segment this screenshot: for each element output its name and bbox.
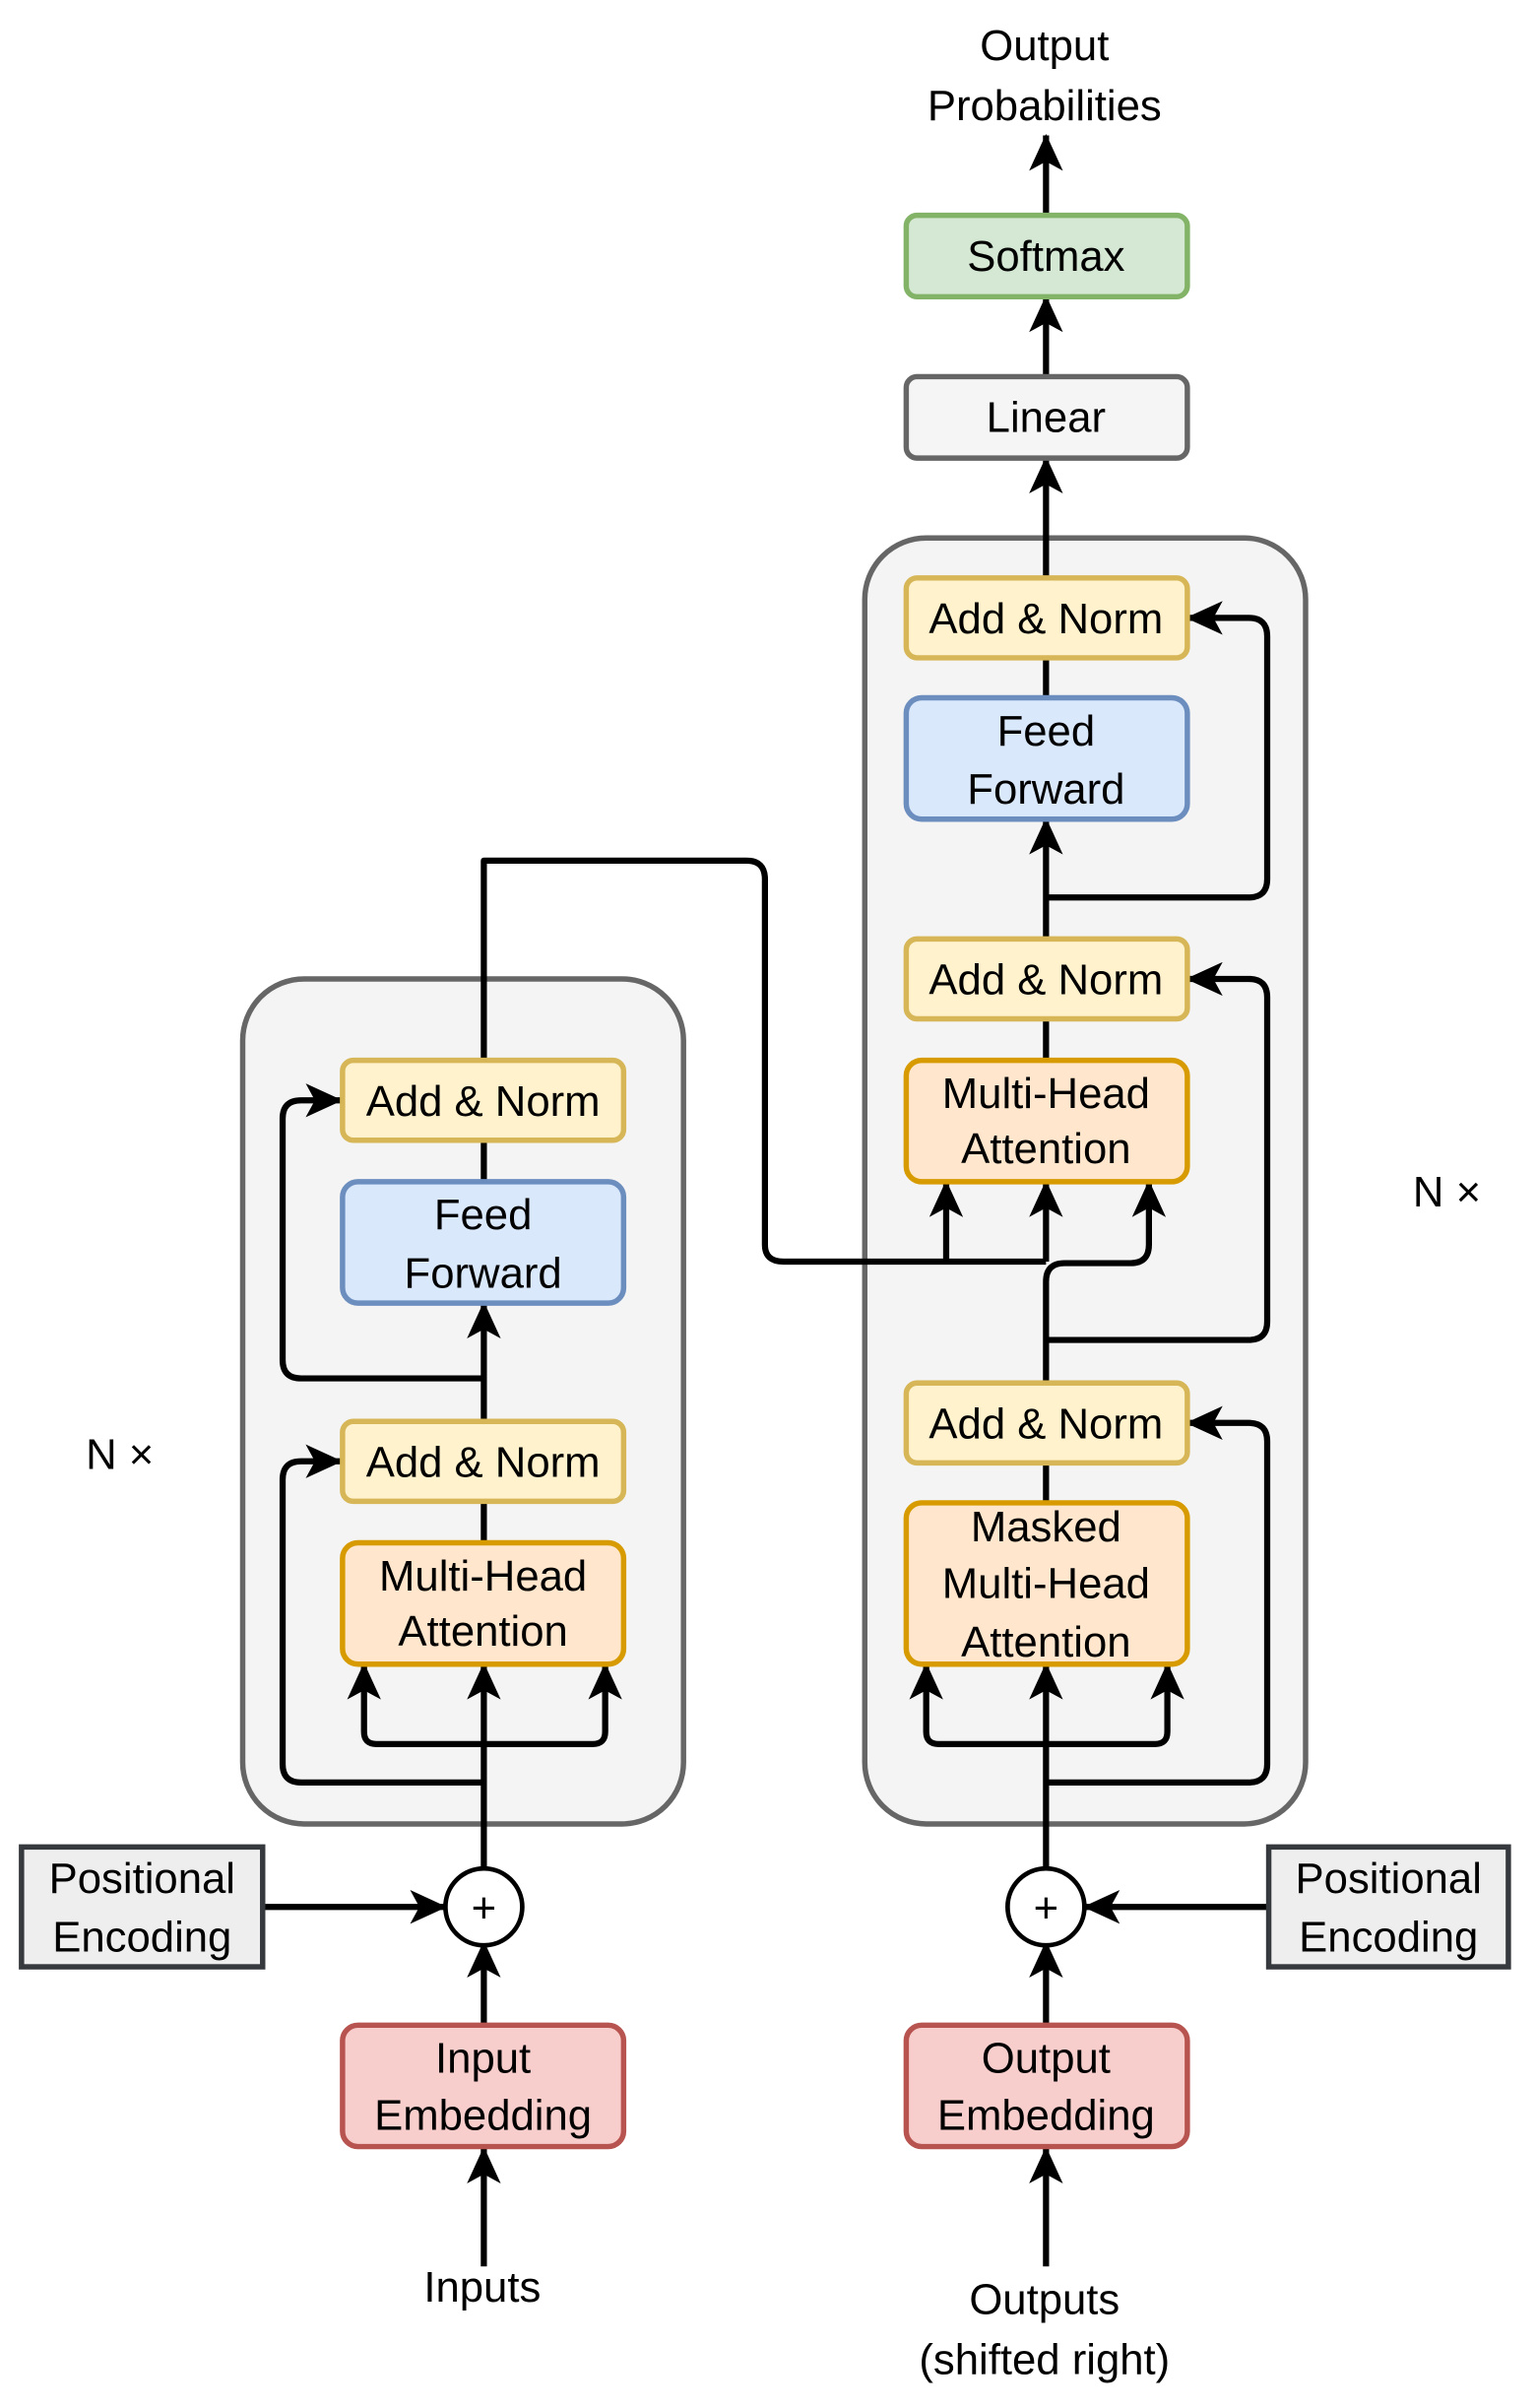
encoder-residual-2 — [279, 1083, 484, 1382]
decoder-positional-encoding-label-1: Positional — [1296, 1855, 1482, 1903]
decoder-qkv-split-right — [1046, 1662, 1184, 1747]
outputs-shifted-label: (shifted right) — [919, 2335, 1170, 2383]
encoder-embedding-label-2: Embedding — [374, 2091, 592, 2139]
encoder-feed-forward-label-1: Feed — [434, 1191, 533, 1239]
decoder-residual-3 — [1046, 601, 1271, 901]
decoder-masked-attention-label-1: Masked — [971, 1503, 1121, 1551]
decoder-add-norm-top: Add & Norm — [903, 575, 1190, 661]
output-probabilities-label-2: Probabilities — [928, 82, 1162, 130]
decoder-positional-encoding: Positional Encoding — [1265, 1844, 1511, 1970]
encoder-input-embedding: Input Embedding — [340, 2022, 627, 2150]
decoder-output-embedding: Output Embedding — [903, 2022, 1190, 2150]
decoder-embedding-label-1: Output — [982, 2035, 1111, 2083]
output-probabilities-label-1: Output — [980, 22, 1109, 70]
encoder-positional-encoding-label-1: Positional — [49, 1855, 235, 1903]
linear-layer: Linear — [903, 373, 1190, 461]
linear-label: Linear — [987, 394, 1106, 442]
encoder-qkv-split-right — [483, 1662, 622, 1747]
encoder-positional-encoding: Positional Encoding — [19, 1844, 266, 1970]
decoder-residual-1 — [1046, 1405, 1271, 1786]
encoder-qkv-split — [347, 1662, 484, 1747]
encoder-attention-label-1: Multi-Head — [379, 1552, 587, 1600]
decoder-cross-attention: Multi-Head Attention — [903, 1057, 1190, 1185]
decoder-repeat-label: N × — [1413, 1168, 1481, 1216]
decoder-sum-symbol: + — [1034, 1884, 1059, 1932]
softmax-label: Softmax — [967, 232, 1124, 281]
encoder-embedding-label-1: Input — [435, 2035, 531, 2083]
decoder-masked-attention: Masked Multi-Head Attention — [903, 1500, 1190, 1667]
encoder-add-norm-top-label: Add & Norm — [366, 1077, 601, 1126]
encoder-sum-node: + — [443, 1865, 525, 1948]
decoder-add-norm-bottom-label: Add & Norm — [928, 1399, 1163, 1448]
encoder-add-norm-bottom: Add & Norm — [340, 1418, 627, 1505]
encoder-repeat-label: N × — [86, 1431, 154, 1479]
encoder-add-norm-bottom-label: Add & Norm — [366, 1438, 601, 1486]
decoder-residual-2 — [1046, 961, 1271, 1343]
decoder-cross-attention-label-1: Multi-Head — [942, 1070, 1150, 1118]
decoder-qkv-split-left — [909, 1662, 1047, 1747]
encoder-sum-symbol: + — [472, 1884, 497, 1932]
decoder-masked-attention-label-3: Attention — [961, 1618, 1130, 1666]
encoder-add-norm-top: Add & Norm — [340, 1057, 627, 1143]
decoder-feed-forward: Feed Forward — [903, 694, 1190, 822]
decoder-sum-node: + — [1005, 1865, 1087, 1948]
decoder-masked-attention-label-2: Multi-Head — [942, 1560, 1150, 1608]
decoder-feed-forward-label-2: Forward — [967, 765, 1124, 814]
connection-lines — [262, 133, 1271, 2267]
encoder-output-route — [480, 857, 1047, 1266]
decoder-add-norm-middle: Add & Norm — [903, 936, 1190, 1022]
encoder-feed-forward: Feed Forward — [340, 1179, 627, 1306]
decoder-add-norm-bottom: Add & Norm — [903, 1380, 1190, 1466]
decoder-feed-forward-label-1: Feed — [997, 707, 1096, 755]
decoder-add-norm-top-label: Add & Norm — [928, 595, 1163, 643]
inputs-label: Inputs — [423, 2263, 541, 2311]
encoder-attention-label-2: Attention — [398, 1607, 567, 1656]
decoder-addnorm-to-query — [1043, 1180, 1167, 1384]
encoder-feed-forward-label-2: Forward — [405, 1250, 562, 1298]
encoder-residual-1 — [279, 1444, 484, 1786]
softmax-layer: Softmax — [903, 212, 1190, 300]
decoder-add-norm-middle-label: Add & Norm — [928, 956, 1163, 1005]
encoder-positional-encoding-label-2: Encoding — [52, 1913, 231, 1961]
outputs-label: Outputs — [969, 2276, 1120, 2324]
decoder-cross-attention-label-2: Attention — [961, 1125, 1130, 1173]
encoder-multi-head-attention: Multi-Head Attention — [340, 1539, 627, 1667]
decoder-positional-encoding-label-2: Encoding — [1299, 1913, 1478, 1961]
decoder-embedding-label-2: Embedding — [937, 2091, 1155, 2139]
